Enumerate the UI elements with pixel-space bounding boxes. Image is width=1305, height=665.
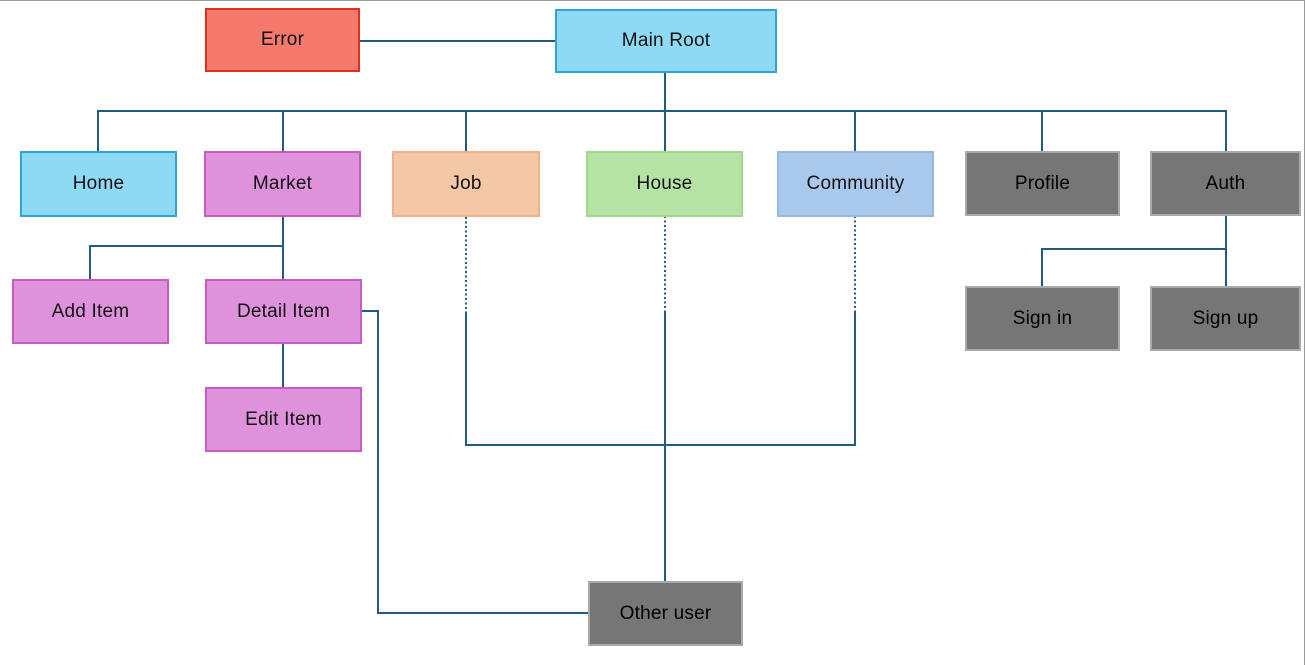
node-job-label: Job: [450, 173, 482, 194]
node-auth-label: Auth: [1205, 172, 1246, 194]
node-sign-in-label: Sign in: [1012, 307, 1073, 329]
node-community: Community: [777, 151, 934, 217]
node-detail-item-label: Detail Item: [236, 300, 330, 322]
node-house-label: House: [636, 173, 693, 194]
node-profile-label: Profile: [1014, 172, 1071, 194]
node-add-item: Add Item: [12, 279, 169, 344]
node-add-item-label: Add Item: [51, 300, 130, 322]
edge-detail-other-user: [362, 310, 588, 614]
node-home: Home: [20, 151, 177, 217]
edge-auth-sign-in: [1041, 248, 1226, 286]
node-sign-up: Sign up: [1150, 286, 1301, 351]
node-market-label: Market: [252, 173, 313, 194]
node-error: Error: [205, 8, 360, 72]
node-other-user: Other user: [588, 581, 743, 646]
node-market: Market: [204, 151, 361, 217]
node-main-root: Main Root: [555, 9, 777, 73]
edge-market-add-item: [89, 245, 283, 279]
node-edit-item-label: Edit Item: [245, 408, 322, 430]
node-detail-item: Detail Item: [205, 279, 362, 344]
node-other-user-label: Other user: [619, 602, 712, 624]
node-profile: Profile: [965, 151, 1120, 216]
node-home-label: Home: [72, 173, 125, 194]
node-auth: Auth: [1150, 151, 1301, 216]
node-main-root-label: Main Root: [621, 30, 711, 51]
node-job: Job: [392, 151, 540, 217]
node-house: House: [586, 151, 743, 217]
edge-merge-rail: [465, 312, 856, 446]
node-error-label: Error: [260, 29, 305, 50]
node-edit-item: Edit Item: [205, 387, 362, 452]
node-sign-up-label: Sign up: [1192, 307, 1259, 329]
node-sign-in: Sign in: [965, 286, 1120, 351]
node-community-label: Community: [806, 173, 905, 194]
